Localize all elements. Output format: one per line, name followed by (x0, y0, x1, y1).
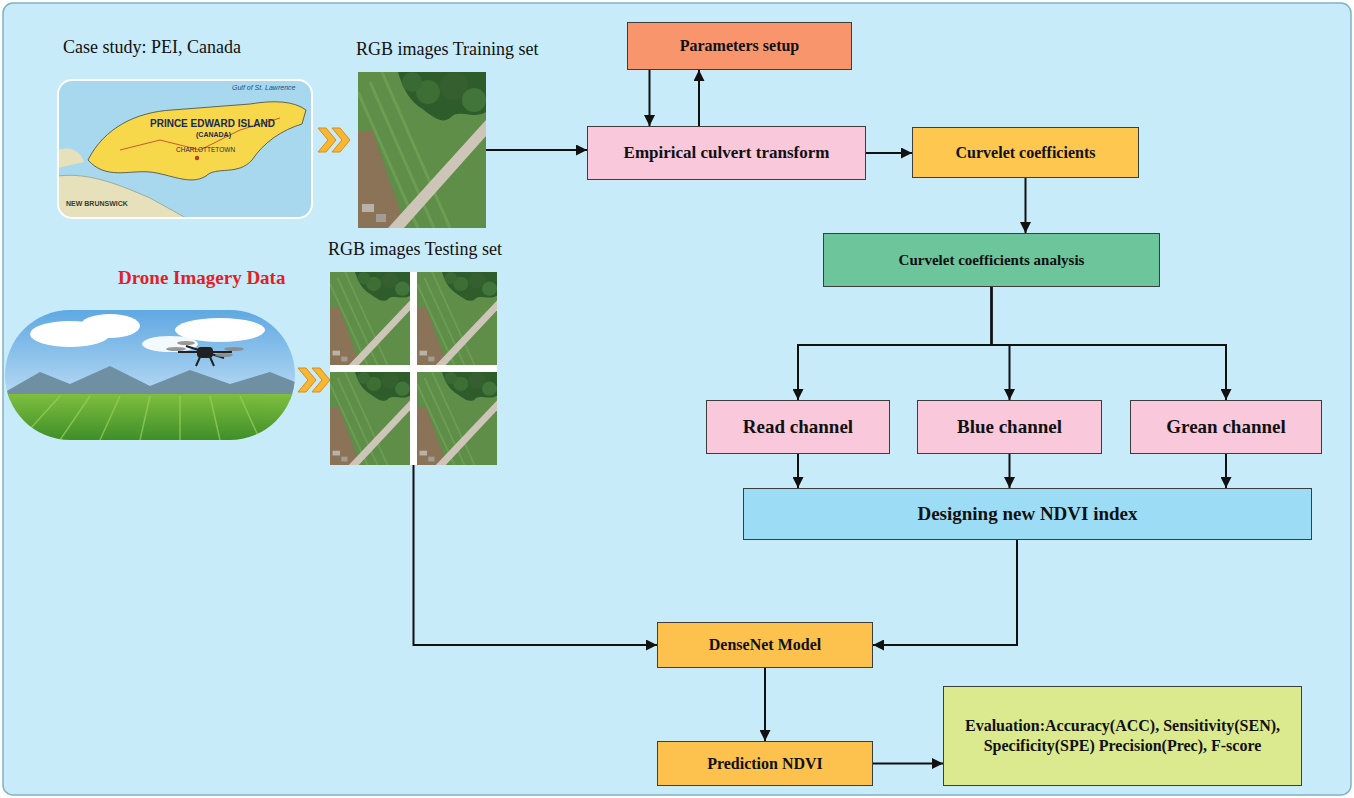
map-frame (58, 80, 312, 218)
evaluation-box: Evaluation:Accuracy(ACC), Sensitivity(SE… (943, 686, 1302, 786)
box-text: Curvelet coefficients analysis (899, 251, 1085, 270)
flow-arrow (797, 454, 799, 488)
map-label: PRINCE EDWARD ISLAND (150, 118, 275, 130)
flow-arrow (873, 540, 1017, 645)
training-image-node: RGB images Training set (358, 72, 486, 228)
box-text: Designing new NDVI index (917, 502, 1137, 526)
panel-ground (3, 3, 1351, 795)
box-text: Parameters setup (680, 36, 800, 56)
image-heading: RGB images Training set (356, 38, 539, 61)
section-label: Drone Imagery Data (118, 267, 285, 289)
flow-arrow (414, 465, 658, 645)
flow-arrow (992, 287, 1010, 400)
flow-arrow (866, 152, 912, 154)
channel-box: Read channel (706, 400, 890, 454)
image-heading: RGB images Testing set (328, 238, 502, 261)
chevron-arrow (318, 128, 350, 152)
box-text: Prediction NDVI (707, 754, 823, 774)
channel-box: Grean channel (1130, 400, 1322, 454)
flow-arrow (764, 668, 766, 741)
flow-arrow (798, 287, 992, 400)
box-text: Grean channel (1166, 415, 1285, 439)
channel-box: Blue channel (917, 400, 1102, 454)
map-label: (CANADA) (196, 131, 231, 139)
process-box: Designing new NDVI index (743, 488, 1312, 540)
process-box: Curvelet coefficients analysis (823, 233, 1160, 287)
flow-arrow (1009, 454, 1011, 488)
output-box: Prediction NDVI (657, 741, 873, 786)
process-box: Parameters setup (627, 22, 852, 70)
process-box: Empirical culvert transform (587, 126, 866, 180)
box-text: DenseNet Model (709, 635, 821, 655)
training-image (348, 72, 486, 228)
process-box: Curvelet coefficients (912, 127, 1139, 178)
map-label: Gulf of St. Lawrence (232, 84, 295, 92)
chevron-arrow (298, 368, 330, 392)
box-text: Evaluation:Accuracy(ACC), Sensitivity(SE… (957, 716, 1288, 756)
flow-arrow (1025, 178, 1027, 233)
model-box: DenseNet Model (657, 622, 873, 668)
box-text: Read channel (743, 415, 853, 439)
testing-image-grid (324, 272, 497, 465)
flow-arrow (486, 149, 587, 151)
testing-image-node: RGB images Testing set (330, 272, 497, 465)
box-text: Blue channel (957, 415, 1062, 439)
box-text: Curvelet coefficients (956, 143, 1096, 163)
flow-arrow (1225, 454, 1227, 488)
case-study-label: Case study: PEI, Canada (63, 37, 241, 58)
flow-arrow (873, 763, 943, 765)
drone-picture (5, 310, 295, 440)
map-label: CHARLOTTETOWN (176, 146, 235, 153)
pei-map (58, 80, 312, 218)
flow-arrow (649, 70, 651, 126)
flow-arrow (992, 287, 1227, 400)
flow-arrow (698, 70, 700, 126)
map-label: NEW BRUNSWICK (66, 200, 128, 208)
box-text: Empirical culvert transform (624, 142, 830, 163)
